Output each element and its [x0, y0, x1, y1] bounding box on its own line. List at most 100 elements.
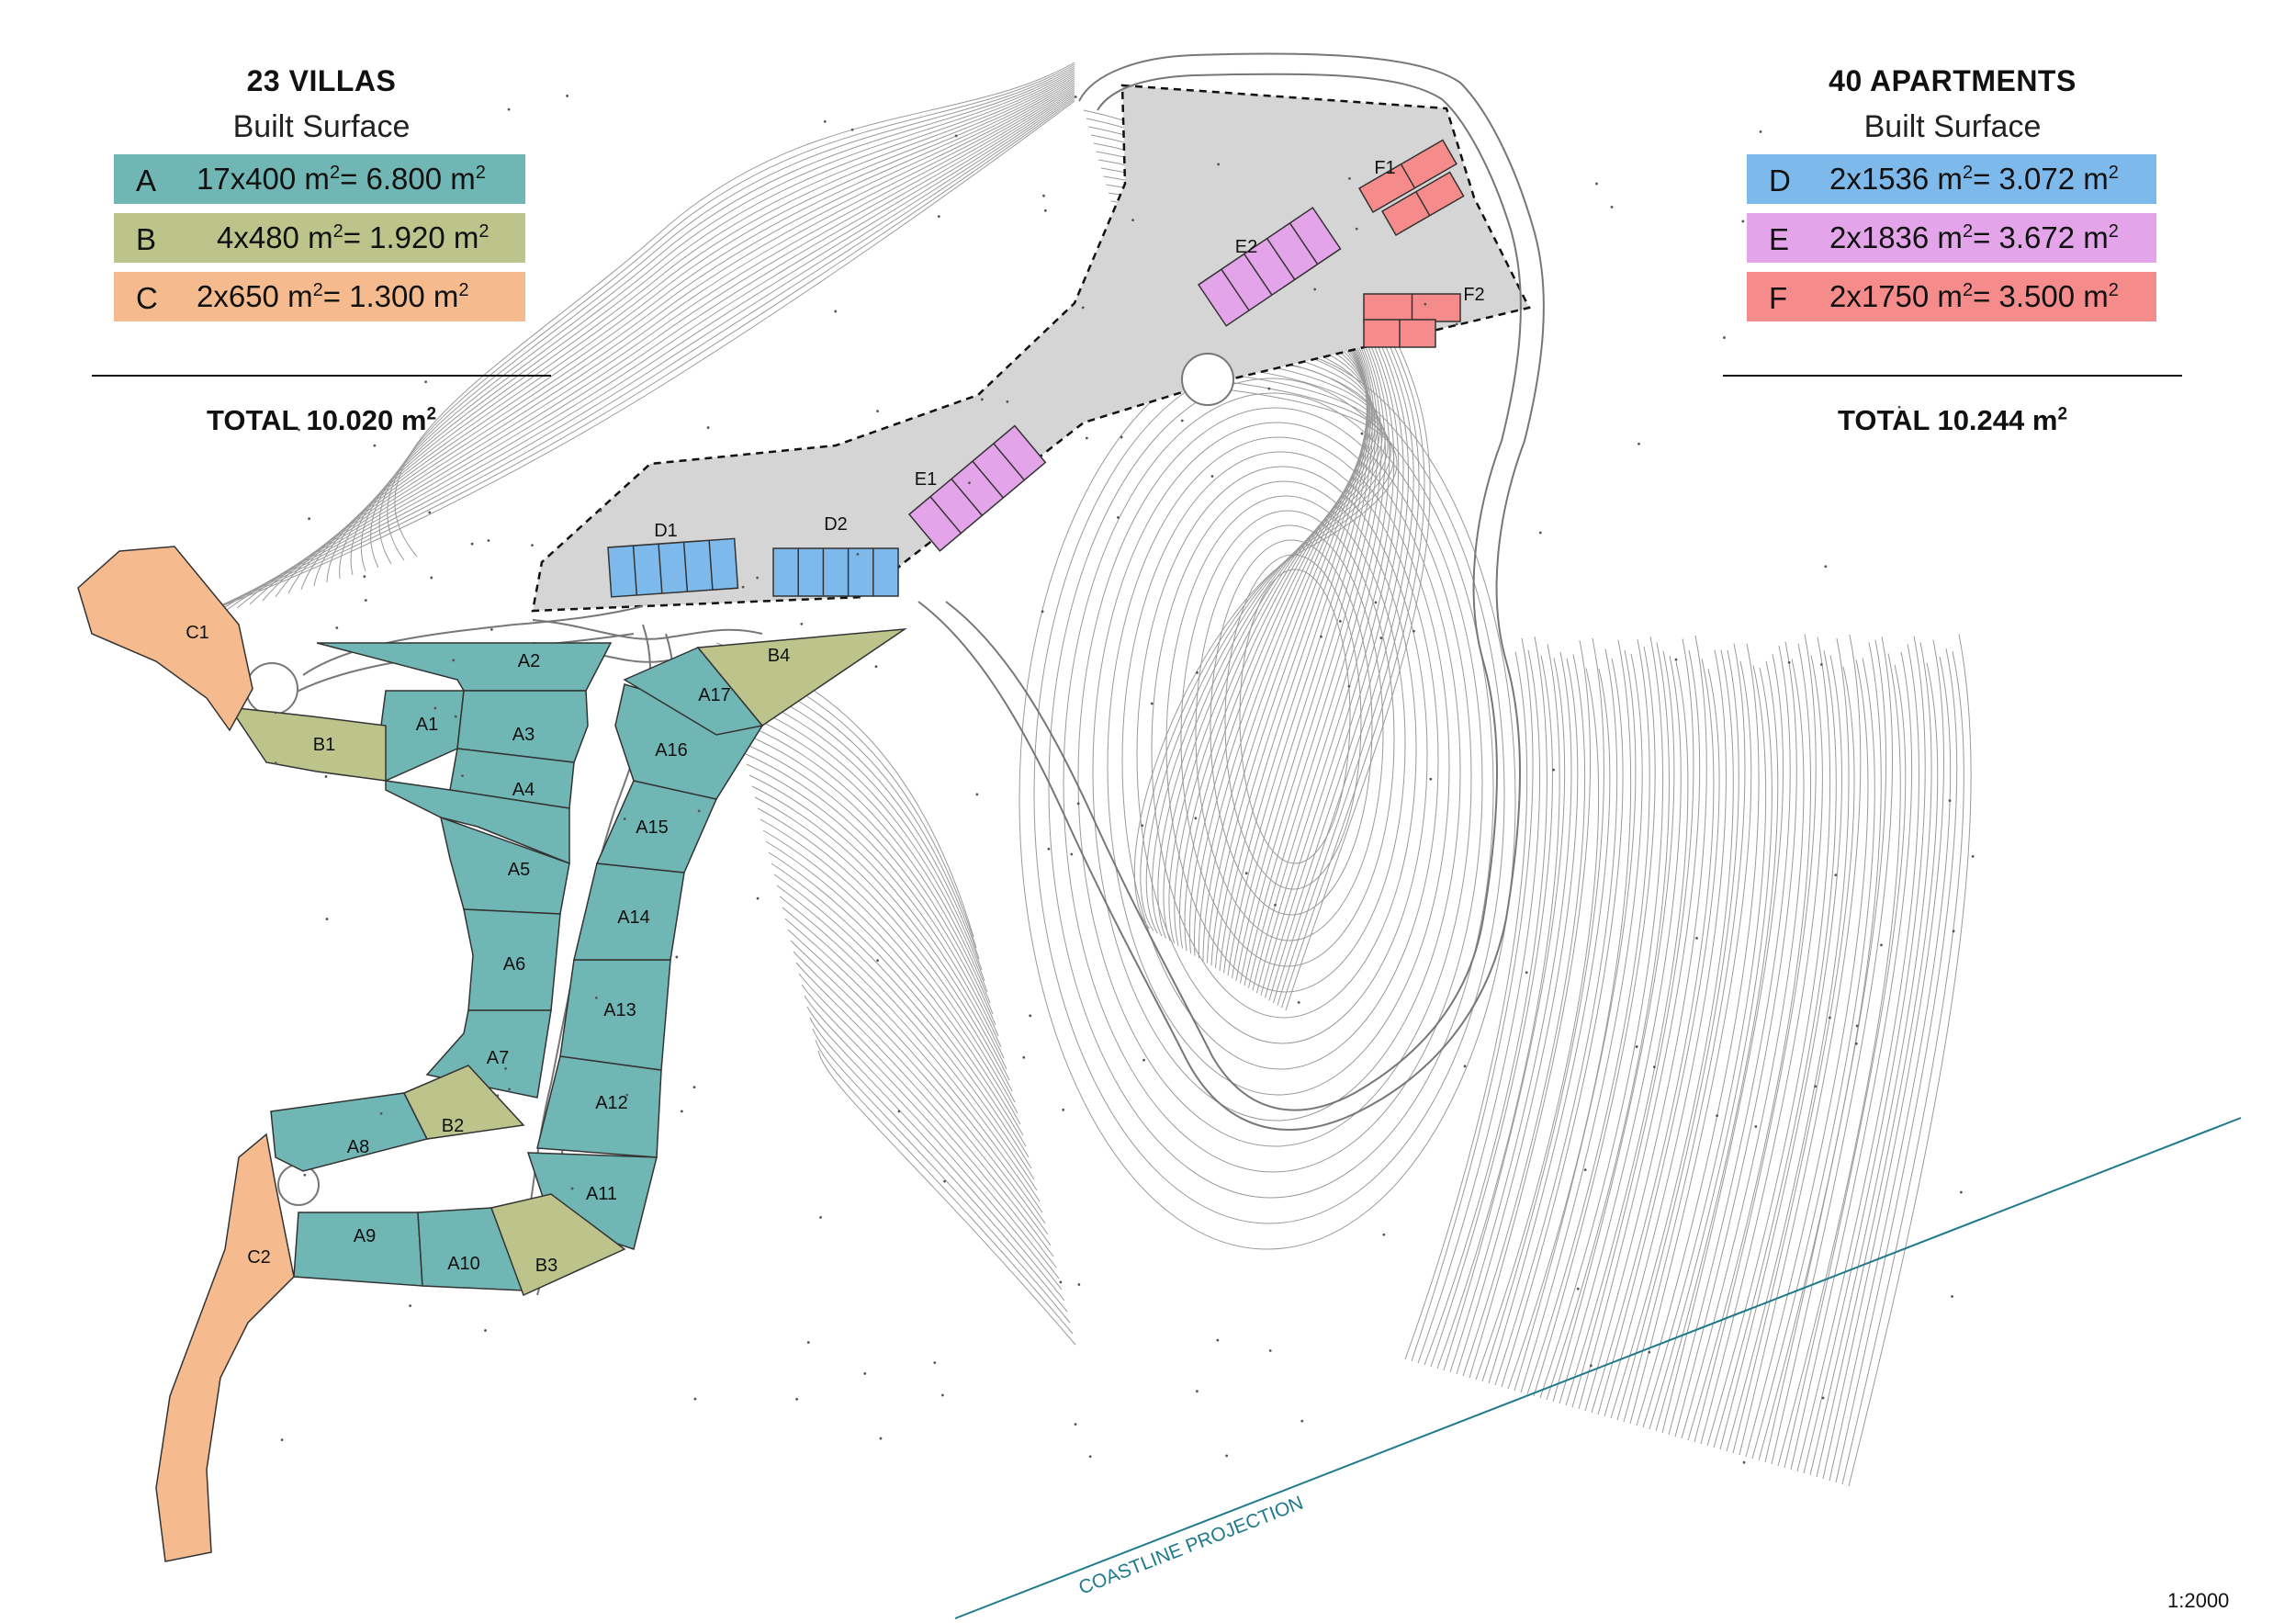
elevation-dot	[504, 1066, 507, 1070]
contour-line	[1822, 639, 1945, 1480]
contour-line	[1155, 349, 1386, 939]
contour-line	[262, 84, 1075, 602]
contour-line	[771, 862, 1030, 1158]
contour-line	[784, 918, 1043, 1213]
elevation-dot	[1429, 777, 1433, 781]
contour-line	[1481, 637, 1604, 1382]
contour-line	[1224, 554, 1362, 890]
elevation-dot	[1043, 209, 1047, 212]
contour-line	[1591, 659, 1715, 1414]
elevation-dot	[856, 552, 860, 556]
contour-line	[1784, 664, 1907, 1469]
lot-label-a11: A11	[586, 1184, 617, 1204]
elevation-dot	[452, 659, 456, 662]
villas-legend-subtitle: Built Surface	[232, 109, 411, 144]
contour-line	[1456, 658, 1579, 1375]
elevation-dot	[570, 1187, 574, 1190]
lot-a	[456, 690, 589, 763]
contour-line	[1610, 649, 1734, 1419]
contour-line	[754, 796, 1013, 1092]
elevation-dot	[1652, 1065, 1656, 1069]
elevation-dot	[1589, 1364, 1593, 1368]
villa-lots	[77, 546, 907, 1562]
elevation-dot	[324, 775, 328, 778]
elevation-dot	[461, 774, 464, 778]
legend-row-d: D 2x1536 m2= 3.072 m2	[1747, 154, 2156, 204]
topographic-contours	[146, 62, 1972, 1487]
elevation-dot	[409, 1304, 412, 1308]
lot-label-c2: C2	[247, 1247, 271, 1268]
lot-a	[293, 1212, 423, 1287]
elevation-dot	[1042, 194, 1045, 197]
elevation-dot	[433, 706, 437, 710]
contour-line	[1578, 649, 1701, 1410]
lot-label-a5: A5	[508, 860, 530, 880]
elevation-dot	[741, 585, 745, 589]
contour-line	[1841, 651, 1964, 1485]
contour-line	[1107, 436, 1450, 1096]
elevation-dot	[1244, 872, 1248, 875]
legend-row-f: F 2x1750 m2= 3.500 m2	[1747, 272, 2156, 321]
apartments-total: TOTAL 10.244 m2	[1837, 404, 2068, 436]
block-d	[772, 547, 899, 597]
contour-line	[1469, 639, 1592, 1379]
elevation-dot	[470, 542, 474, 546]
lot-label-a12: A12	[595, 1093, 628, 1113]
elevation-dot	[274, 711, 277, 715]
elevation-dot	[1022, 1055, 1026, 1059]
elevation-dot	[1216, 1338, 1220, 1342]
elevation-dot	[1897, 405, 1901, 409]
elevation-dot	[1267, 387, 1271, 390]
contour-line	[146, 100, 1075, 635]
contour-line	[1816, 662, 1939, 1478]
contour-line	[1239, 569, 1351, 864]
contour-line	[1694, 634, 1817, 1443]
contour-line	[1430, 655, 1553, 1368]
contour-line	[1539, 637, 1663, 1399]
apartments-legend: 40 APARTMENTS Built Surface D 2x1536 m2=…	[1723, 64, 2182, 437]
contour-line	[394, 62, 1075, 558]
contour-line	[1597, 669, 1720, 1415]
contour-line	[1145, 316, 1376, 949]
contour-line	[1571, 638, 1694, 1408]
lot-b	[490, 1193, 626, 1297]
lot-label-b3: B3	[535, 1256, 557, 1276]
elevation-dot	[1077, 1283, 1081, 1286]
legend-row-formula: 4x480 m2= 1.920 m2	[217, 220, 490, 254]
elevation-dot	[1300, 1419, 1304, 1423]
lot-c	[77, 546, 253, 732]
contour-line	[809, 1017, 1068, 1313]
contour-line	[1121, 451, 1439, 1070]
elevation-dot	[706, 426, 710, 429]
elevation-dot	[1787, 660, 1791, 664]
contour-line	[1848, 634, 1972, 1487]
lot-label-a15: A15	[636, 817, 669, 838]
elevation-dot	[1834, 873, 1838, 877]
elevation-dot	[850, 128, 854, 131]
elevation-dot	[1006, 400, 1009, 403]
elevation-dot	[1074, 96, 1077, 98]
contour-line	[793, 951, 1052, 1246]
elevation-dot	[756, 576, 760, 580]
contour-line	[735, 719, 994, 1015]
contour-line	[236, 87, 1075, 609]
contour-line	[1790, 651, 1913, 1471]
contour-line	[1809, 642, 1932, 1476]
contour-line	[1514, 649, 1637, 1392]
contour-line	[1546, 642, 1670, 1401]
contour-line	[801, 984, 1060, 1279]
elevation-dot	[1074, 1423, 1077, 1426]
contour-line	[751, 785, 1010, 1081]
contour-line	[765, 840, 1024, 1136]
elevation-dot	[1819, 663, 1823, 666]
lot-label-c1: C1	[186, 623, 209, 643]
elevation-dot	[428, 511, 432, 514]
elevation-dot	[1070, 852, 1074, 856]
contour-line	[1411, 637, 1534, 1362]
elevation-dot	[308, 517, 310, 521]
contour-line	[1210, 539, 1373, 916]
block-d	[607, 537, 739, 598]
contour-line	[762, 829, 1021, 1125]
contour-line	[1501, 658, 1624, 1388]
contour-line	[779, 896, 1038, 1191]
